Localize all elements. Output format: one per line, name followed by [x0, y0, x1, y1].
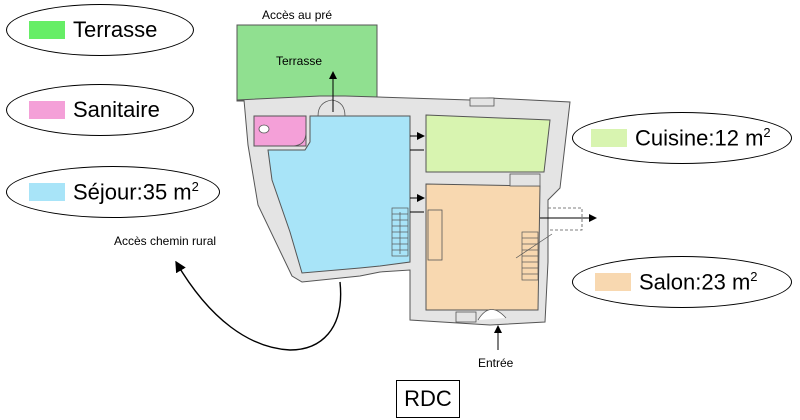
sejour-area — [267, 115, 411, 274]
sanitaire-swatch — [29, 101, 65, 119]
legend-terrasse-label: Terrasse — [73, 17, 158, 42]
toilet-icon — [258, 124, 270, 134]
terrasse-swatch — [29, 21, 65, 39]
sanitaire-door-icon — [291, 131, 307, 147]
terrasse-area — [236, 24, 378, 102]
chemin-rural-arrow — [175, 260, 342, 351]
stairs-salon-icon — [515, 231, 553, 281]
salon-cabinet — [427, 209, 443, 261]
legend-terrasse: Terrasse — [6, 4, 194, 56]
entree-label: Entrée — [478, 356, 514, 370]
external-steps — [547, 207, 583, 231]
terrasse-door-icon — [317, 99, 346, 117]
cuisine-swatch — [591, 129, 627, 147]
legend-sanitaire-label: Sanitaire — [73, 97, 160, 122]
passage-arrows — [410, 132, 597, 222]
sejour-swatch — [29, 183, 65, 201]
legend-cuisine: Cuisine:12 m2 — [572, 112, 792, 164]
legend-sanitaire: Sanitaire — [6, 84, 194, 136]
acces-pre-label: Accès au pré — [262, 8, 333, 22]
terrasse-room-label: Terrasse — [276, 54, 323, 68]
legend-salon-label: Salon:23 m2 — [639, 268, 758, 295]
salon-area — [425, 183, 541, 311]
salon-swatch — [595, 273, 631, 291]
legend-salon: Salon:23 m2 — [572, 256, 792, 308]
legend-sejour-label: Séjour:35 m2 — [73, 178, 199, 205]
stairs-sejour-icon — [391, 207, 409, 257]
acces-chemin-label: Accès chemin rural — [114, 234, 217, 248]
legend-sejour: Séjour:35 m2 — [6, 166, 220, 218]
chimney-bottom — [455, 311, 477, 323]
entree-door-icon — [477, 309, 507, 321]
wall-notch — [509, 173, 541, 187]
cuisine-area — [425, 114, 551, 173]
chimney-top — [469, 97, 495, 107]
legend-cuisine-label: Cuisine:12 m2 — [635, 124, 771, 151]
level-label: RDC — [396, 380, 460, 418]
